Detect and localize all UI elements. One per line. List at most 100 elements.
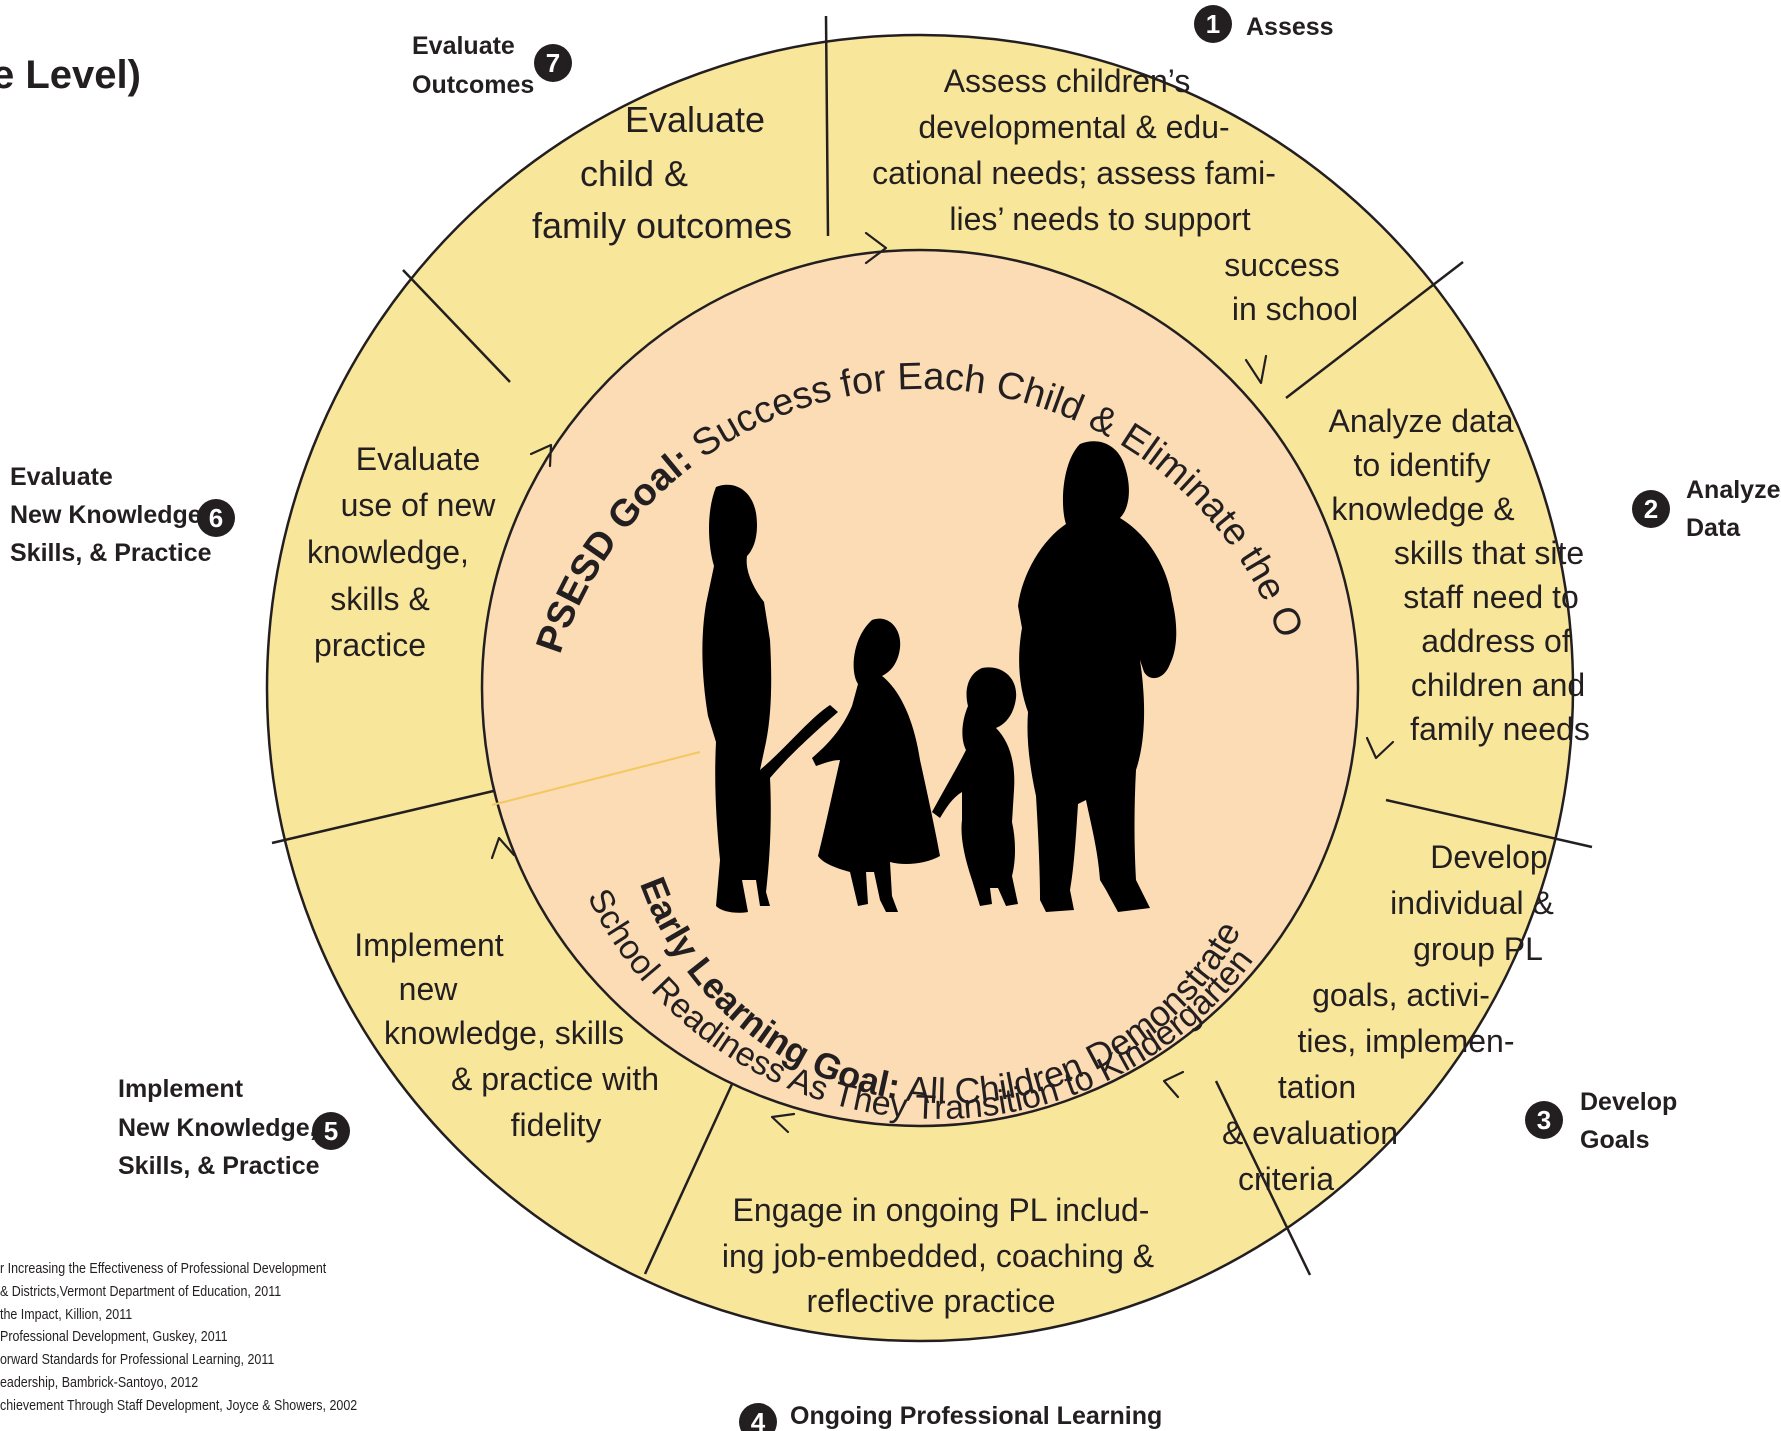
step-description-line: staff need to [1403,579,1579,615]
reference-item: the Impact, Killion, 2011 [0,1306,133,1323]
cycle-arrow-7 [529,443,553,468]
step-title-line: Skills, & Practice [10,539,212,567]
step-description-line: success [1224,247,1340,283]
step-description-line: family needs [1410,711,1590,747]
step-description-line: developmental & edu- [918,109,1229,145]
segment-divider-4 [1214,1080,1312,1276]
adult-man-silhouette [1018,441,1177,912]
step-description-line: Engage in ongoing PL includ- [733,1192,1150,1228]
step-description-line: knowledge & [1331,491,1514,527]
segment-dividers [271,15,1593,1276]
segment-divider-3 [1385,798,1593,849]
goal-divider [491,751,701,806]
reference-item: eadership, Bambrick-Santoyo, 2012 [0,1374,199,1391]
step-title-line: Evaluate [412,32,515,60]
step-description-line: ing job-embedded, coaching & [722,1238,1154,1274]
step-description-line: & practice with [451,1061,659,1097]
step-number-badge [312,1112,350,1150]
reference-item: chievement Through Staff Development, Jo… [0,1397,358,1414]
cycle-arrow-5 [770,1112,796,1134]
segment-divider-5 [643,1081,735,1275]
step-description-line: lies’ needs to support [949,201,1250,237]
step-description-line: & evaluation [1222,1115,1398,1151]
boy-silhouette [932,667,1018,906]
step-description-line: use of new [341,487,497,523]
step-number-badge [1525,1101,1563,1139]
step-description-line: knowledge, [307,534,469,570]
step-title-line: New Knowledge, [10,501,209,529]
step-number: 5 [324,1116,338,1146]
cycle-arrows [490,231,1395,1134]
segment-divider-7 [402,269,511,383]
step-number-badge [739,1403,777,1431]
step-description-line: skills that site [1394,535,1584,571]
step-description-line: family outcomes [532,205,792,246]
step-number: 2 [1644,494,1658,524]
step-description-line: address of [1421,623,1571,659]
step-description-line: group PL [1413,931,1543,967]
step-title-line: Data [1686,514,1741,542]
step-description-line: child & [580,153,688,194]
step-description-line: in school [1232,291,1358,327]
cycle-arrow-4 [1162,1070,1185,1099]
cycle-arrow-1 [864,231,888,265]
reference-item: Professional Development, Guskey, 2011 [0,1329,228,1346]
step-description-line: to identify [1354,447,1491,483]
step-description-line: knowledge, skills [384,1015,624,1051]
step-number: 1 [1206,9,1220,39]
step-description-line: new [399,971,459,1007]
step-6: Evaluate use of new knowledge, skills & prac… [10,441,496,663]
step-number-badge [1194,5,1232,43]
reference-item: orward Standards for Professional Learni… [0,1352,275,1369]
cycle-arrow-6 [490,836,516,860]
step-title-line: Develop [1580,1088,1677,1116]
segment-divider-2 [1285,261,1464,399]
segment-divider-6 [271,787,503,845]
step-description-line: tation [1278,1069,1356,1105]
step-title-line: New Knowledge, [118,1114,317,1142]
step-description-line: cational needs; assess fami- [872,155,1276,191]
step-title-line: Assess [1246,13,1334,41]
step-description-line: practice [314,627,426,663]
cycle-arrow-3 [1365,736,1395,760]
step-description-line: ties, implemen- [1298,1023,1515,1059]
step-title-line: Outcomes [412,71,534,99]
step-description-line: Analyze data [1328,403,1513,439]
step-description-line: fidelity [511,1107,602,1143]
page-title-line-2: e Level) [0,53,141,97]
step-title-line: Implement [118,1075,244,1103]
step-description-line: Implement [354,927,504,963]
step-title-line: Goals [1580,1126,1649,1154]
step-description-line: skills & [330,581,430,617]
step-2: Analyze data to identify knowledge & skills… [1328,403,1780,747]
girl-silhouette [812,618,940,912]
step-description-line: individual & [1390,885,1554,921]
step-description-line: criteria [1238,1161,1334,1197]
reference-item: & Districts,Vermont Department of Educat… [0,1283,282,1300]
step-description-line: goals, activi- [1312,977,1490,1013]
references-list: r Increasing the Effectiveness of Profes… [0,1258,378,1418]
cycle-arrow-2 [1244,354,1268,385]
step-description-line: Assess children’s [944,63,1191,99]
step-title-line: Evaluate [10,463,113,491]
step-4: Engage in ongoing PL includ-ing job-embe… [722,1192,1162,1431]
step-title-line: Ongoing Professional Learning [790,1402,1162,1430]
step-3: Develop individual & group PL goals, activi… [1222,839,1677,1197]
step-number: 4 [751,1407,766,1431]
step-description-line: children and [1411,667,1585,703]
adult-woman-silhouette [702,484,838,913]
step-number: 7 [546,48,560,78]
step-number-badge [1632,490,1670,528]
reference-item: r Increasing the Effectiveness of Profes… [0,1261,327,1277]
family-silhouette-icon [702,441,1177,913]
step-title-line: Skills, & Practice [118,1152,320,1180]
step-number: 3 [1537,1105,1551,1135]
page-title: e Level) [0,8,141,97]
step-1: Assess children’s developmental & edu-cat… [872,5,1358,327]
step-description-line: Evaluate [625,99,765,140]
cycle-steps: Assess children’s developmental & edu-cat… [10,5,1781,1431]
segment-divider-1 [824,15,830,237]
step-number-badge [197,499,235,537]
